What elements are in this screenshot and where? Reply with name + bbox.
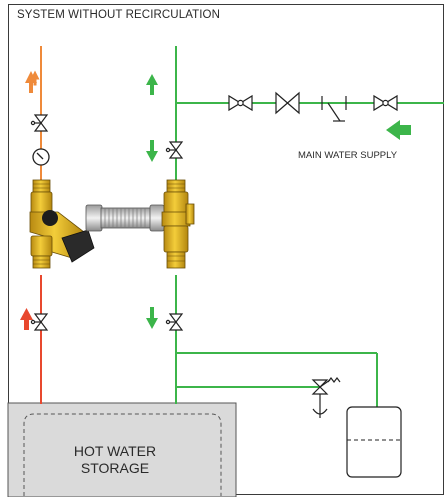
storage-label: HOT WATER STORAGE — [40, 443, 190, 477]
outlet-arrow-icon — [25, 71, 37, 93]
pressure-gauge-icon — [32, 148, 50, 166]
flow-arrow-icon — [20, 70, 411, 330]
gate-valve-icon — [228, 94, 253, 112]
hot-water-storage — [7, 402, 237, 497]
diagram-title: SYSTEM WITHOUT RECIRCULATION — [17, 9, 220, 21]
gate-valve-icon — [373, 94, 398, 112]
flexible-hose-icon — [85, 204, 165, 232]
check-valve-icon — [275, 91, 300, 115]
storage-label-line1: HOT WATER — [73, 443, 157, 459]
main-supply-label: MAIN WATER SUPPLY — [298, 150, 398, 161]
tee-fitting-icon — [161, 179, 195, 269]
expansion-vessel-icon — [346, 406, 402, 478]
gate-valve-icon — [30, 114, 184, 331]
mixing-valve-icon — [29, 179, 95, 269]
pressure-relief-valve-icon — [311, 377, 341, 418]
storage-label-line2: STORAGE — [80, 460, 150, 476]
supply-line-valves — [228, 91, 398, 122]
strainer-icon — [321, 96, 347, 122]
